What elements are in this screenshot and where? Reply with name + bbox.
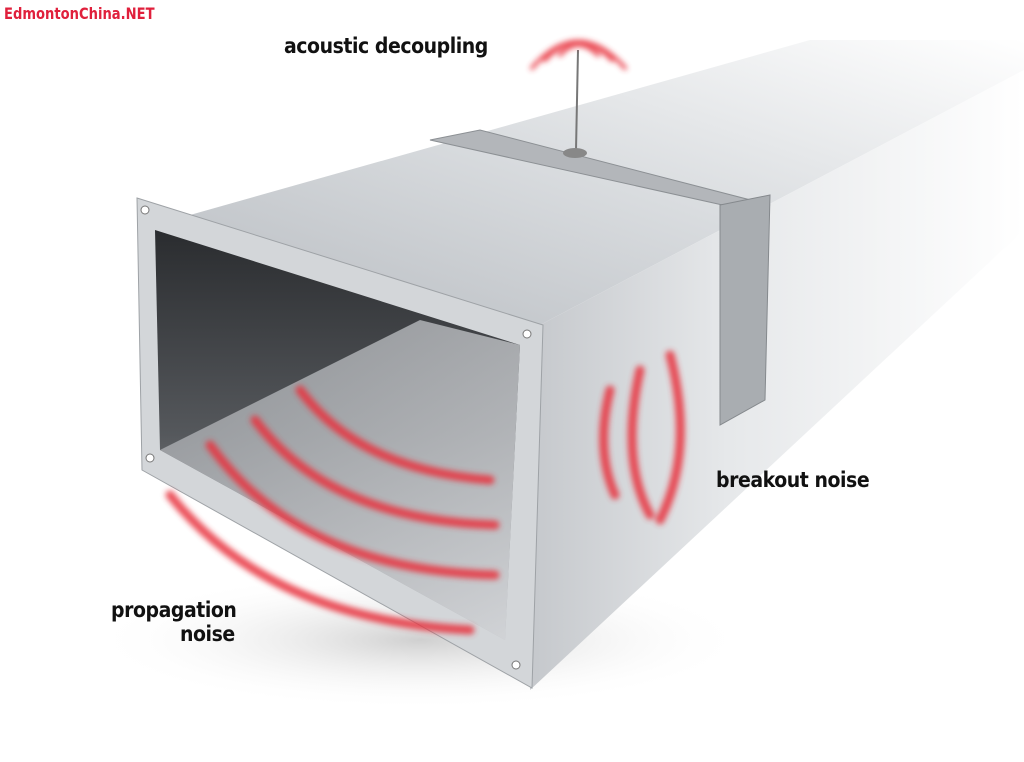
propagation-wave-3 xyxy=(205,440,500,580)
duct-side-face xyxy=(530,70,1024,690)
flange-bolt-holes xyxy=(140,205,532,670)
breakout-wave-3 xyxy=(655,350,685,525)
decoupling-collar-side xyxy=(719,194,771,426)
breakout-wave-2 xyxy=(627,365,655,520)
label-propagation-noise-line2: noise xyxy=(180,622,235,646)
breakout-wave-1 xyxy=(599,385,620,500)
duct-inner-floor xyxy=(160,320,520,640)
watermark: EdmontonChina.NET xyxy=(4,4,155,23)
decoupling-wave-3 xyxy=(530,39,627,70)
label-acoustic-decoupling: acoustic decoupling xyxy=(284,34,488,58)
label-propagation-noise-line1: propagation xyxy=(111,598,237,622)
propagation-wave-4 xyxy=(165,490,475,635)
hanger-rod xyxy=(575,49,579,151)
sound-waves xyxy=(165,39,685,635)
propagation-wave-1 xyxy=(295,385,495,485)
label-breakout-noise: breakout noise xyxy=(716,468,870,492)
hanger-nut xyxy=(563,148,587,158)
duct-top-face xyxy=(190,40,1024,325)
decoupling-wave-1 xyxy=(558,43,600,57)
propagation-wave-2 xyxy=(250,415,500,530)
